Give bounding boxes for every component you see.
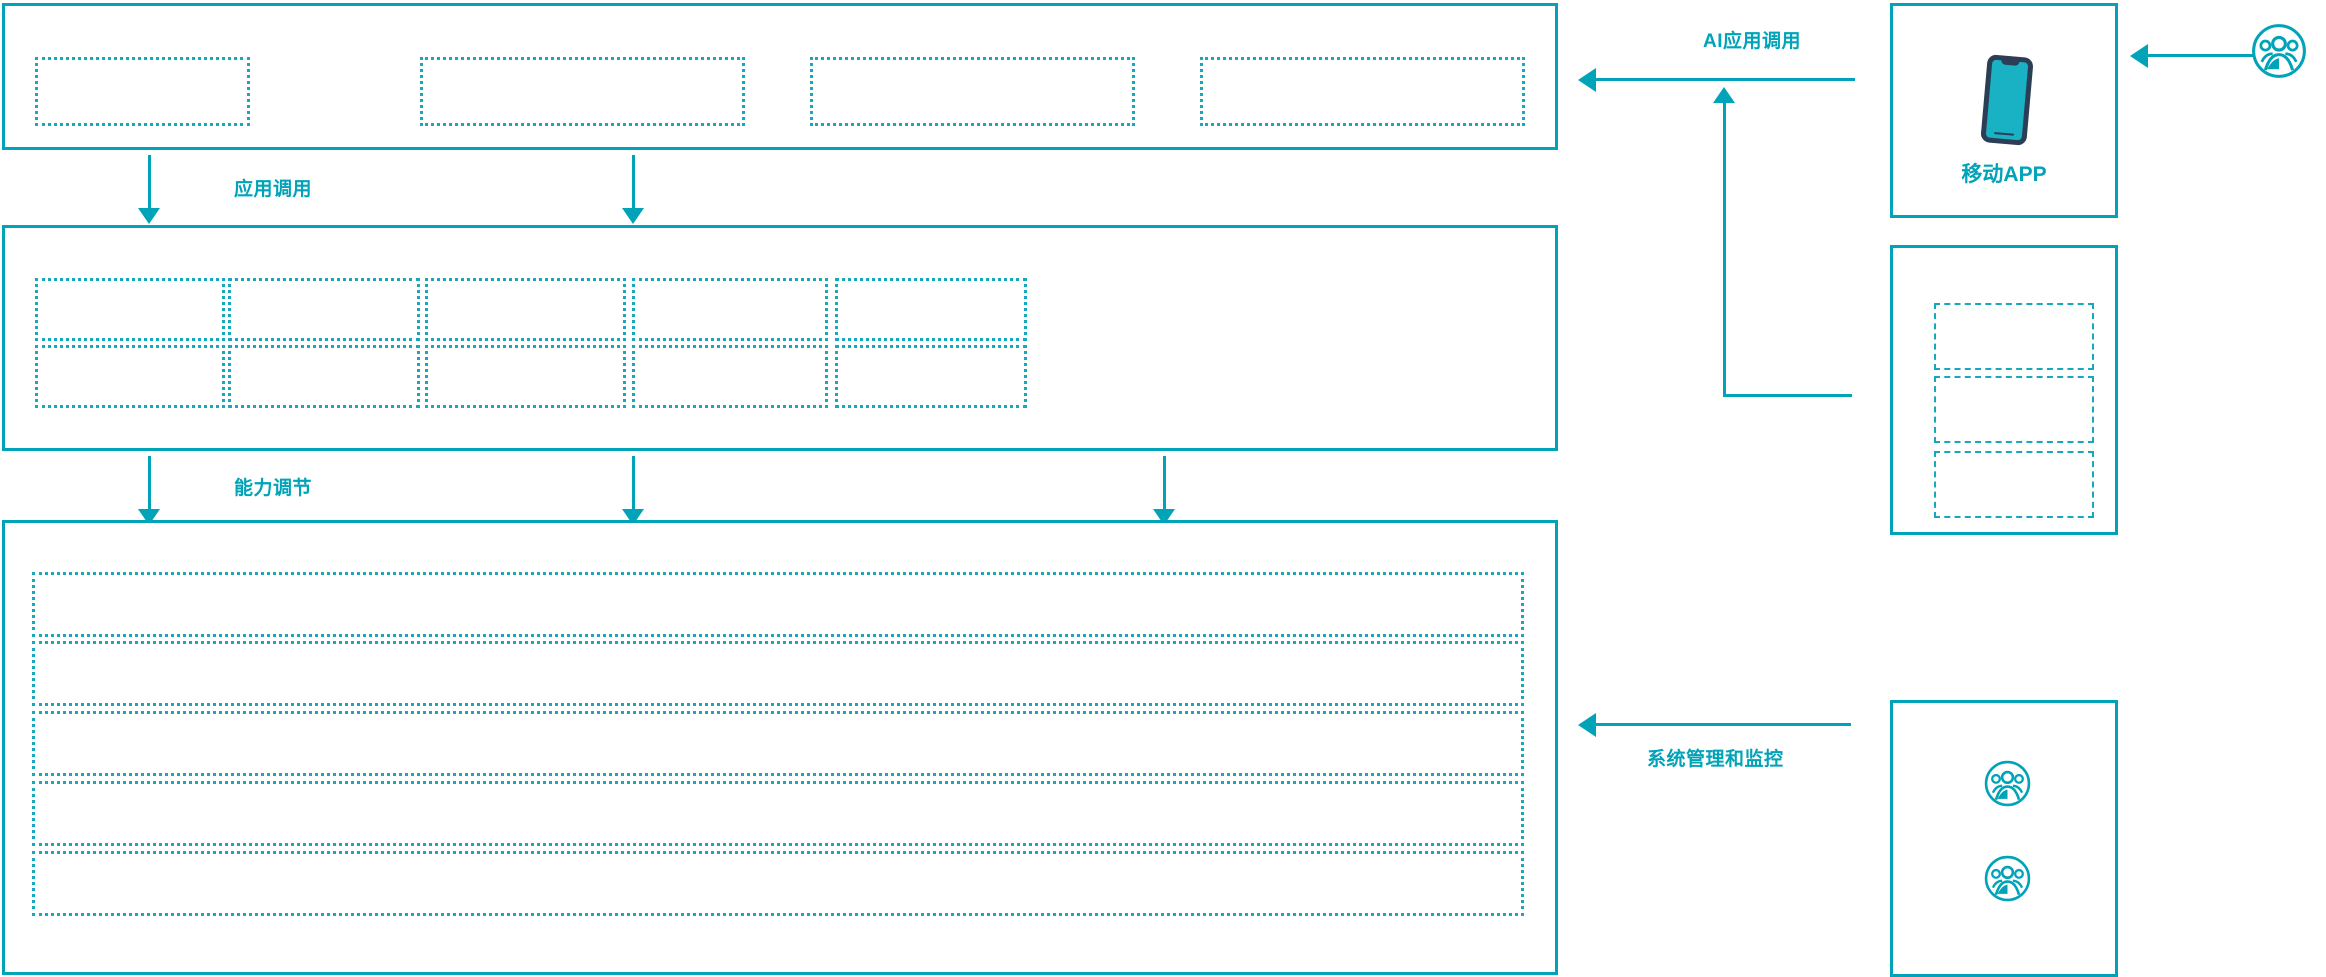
- system-manage-line: [1596, 723, 1851, 726]
- channel-slot-1[interactable]: [1934, 303, 2094, 370]
- ai-app-invoke-arrowhead: [1578, 68, 1596, 92]
- flow-label-ai-app-invoke: AI应用调用: [1703, 31, 1802, 52]
- application-layer-box-2[interactable]: [420, 57, 745, 126]
- flow-label-app-invoke: 应用调用: [234, 179, 313, 200]
- capability-box-1-top[interactable]: [35, 278, 225, 341]
- capability-box-2-top[interactable]: [228, 278, 420, 341]
- capability-box-1-bottom[interactable]: [35, 345, 225, 408]
- application-layer-box-3[interactable]: [810, 57, 1135, 126]
- ai-app-invoke-riser-base: [1723, 394, 1852, 397]
- channel-slot-3[interactable]: [1934, 451, 2094, 518]
- ai-app-invoke-riser: [1723, 97, 1726, 397]
- end-user-actor[interactable]: [2250, 22, 2308, 80]
- capability-box-5-top[interactable]: [835, 278, 1027, 341]
- application-layer-box-1[interactable]: [35, 57, 250, 126]
- capability-adjust-connector-2: [632, 456, 635, 516]
- capability-adjust-connector-1: [148, 456, 151, 516]
- flow-label-system-manage: 系统管理和监控: [1647, 749, 1784, 770]
- application-layer-box-4[interactable]: [1200, 57, 1525, 126]
- capability-box-2-bottom[interactable]: [228, 345, 420, 408]
- platform-row-4[interactable]: [32, 781, 1524, 846]
- channel-panel[interactable]: [1890, 245, 2118, 535]
- user-group-icon: [1984, 855, 2031, 902]
- mobile-app-caption: 移动APP: [1961, 163, 2047, 186]
- capability-box-3-top[interactable]: [425, 278, 626, 341]
- system-manage-arrowhead: [1578, 713, 1596, 737]
- application-layer-panel: [2, 3, 1558, 150]
- platform-row-2[interactable]: [32, 641, 1524, 706]
- ai-app-invoke-riser-arrowhead: [1713, 87, 1735, 103]
- channel-slot-2[interactable]: [1934, 376, 2094, 443]
- flow-label-capability-adjust: 能力调节: [234, 478, 313, 499]
- capability-box-5-bottom[interactable]: [835, 345, 1027, 408]
- app-invoke-connector-left: [148, 155, 151, 215]
- user-group-icon: [2252, 24, 2306, 78]
- capability-box-4-top[interactable]: [632, 278, 828, 341]
- end-user-to-mobile-arrowhead: [2130, 44, 2148, 68]
- platform-layer-panel: [2, 520, 1558, 975]
- platform-row-1[interactable]: [32, 572, 1524, 637]
- capability-box-4-bottom[interactable]: [632, 345, 828, 408]
- operations-panel[interactable]: [1890, 700, 2118, 977]
- app-invoke-arrowhead-left: [138, 208, 160, 224]
- platform-row-5[interactable]: [32, 851, 1524, 916]
- end-user-to-mobile-line: [2148, 54, 2253, 57]
- user-group-icon: [1984, 760, 2031, 807]
- mobile-app-panel[interactable]: 移动APP: [1890, 3, 2118, 218]
- ai-app-invoke-line: [1596, 78, 1855, 81]
- capability-box-3-bottom[interactable]: [425, 345, 626, 408]
- capability-adjust-connector-3: [1163, 456, 1166, 516]
- app-invoke-connector-right: [632, 155, 635, 215]
- operations-actor-2[interactable]: [1983, 854, 2032, 903]
- operations-actor-1[interactable]: [1983, 759, 2032, 808]
- platform-row-3[interactable]: [32, 711, 1524, 776]
- app-invoke-arrowhead-right: [622, 208, 644, 224]
